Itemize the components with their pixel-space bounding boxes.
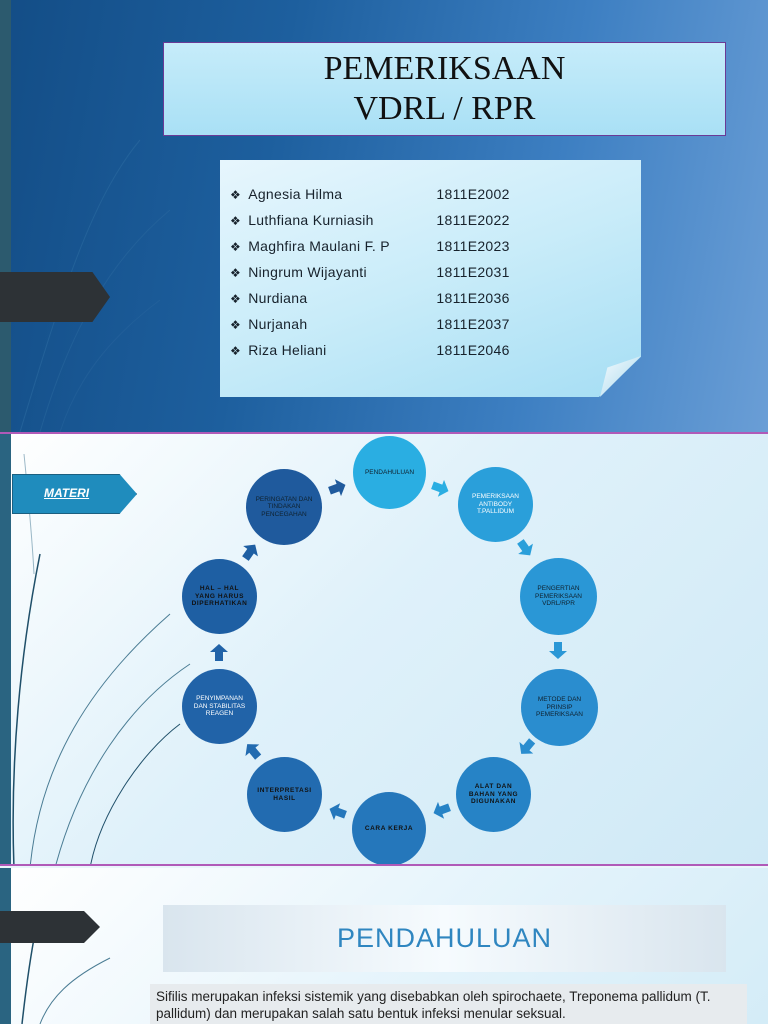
slide-title: PEMERIKSAAN VDRL / RPR ❖ Agnesia Hilma 1… <box>0 0 768 432</box>
cycle-step-cara-kerja[interactable]: CARA KERJA <box>352 792 426 864</box>
cycle-step-label: METODE DAN PRINSIP PEMERIKSAAN <box>536 696 583 719</box>
materi-label[interactable]: MATERI <box>44 486 90 500</box>
diamond-bullet-icon: ❖ <box>230 214 242 228</box>
cycle-step-pengertian[interactable]: PENGERTIAN PEMERIKSAAN VDRL/RPR <box>520 558 597 635</box>
flow-arrow-icon <box>328 479 346 497</box>
decorative-lines <box>21 927 111 1024</box>
cycle-step-label: CARA KERJA <box>364 825 414 833</box>
slide-left-trim <box>0 0 11 432</box>
diamond-bullet-icon: ❖ <box>230 344 242 358</box>
member-row: ❖ Riza Heliani 1811E2046 <box>230 342 510 362</box>
cycle-step-label: PEMERIKSAAN ANTIBODY T.PALLIDUM <box>472 493 519 516</box>
slide-left-trim <box>0 868 11 1024</box>
flow-arrow-icon <box>519 738 536 754</box>
member-id: 1811E2036 <box>436 290 510 306</box>
member-name: Agnesia Hilma <box>248 186 343 202</box>
member-row: ❖ Maghfira Maulani F. P 1811E2023 <box>230 238 510 258</box>
member-id: 1811E2002 <box>436 186 510 202</box>
cycle-step-hal-hal[interactable]: HAL – HAL YANG HARUS DIPERHATIKAN <box>182 559 257 634</box>
member-row: ❖ Nurdiana 1811E2036 <box>230 290 510 310</box>
title-line-1: PEMERIKSAAN <box>323 50 566 87</box>
member-row: ❖ Luthfiana Kurniasih 1811E2022 <box>230 212 510 232</box>
member-name: Nurdiana <box>248 290 308 306</box>
cycle-step-pendahuluan[interactable]: PENDAHULUAN <box>353 436 426 509</box>
diamond-bullet-icon: ❖ <box>230 266 242 280</box>
cycle-step-label: HAL – HAL YANG HARUS DIPERHATIKAN <box>191 585 248 608</box>
member-id: 1811E2023 <box>436 238 510 254</box>
arrow-tab <box>0 272 110 322</box>
materi-tab[interactable] <box>12 474 137 514</box>
cycle-step-penyimpanan[interactable]: PENYIMPANAN DAN STABILITAS REAGEN <box>182 669 257 744</box>
cycle-step-label: PENDAHULUAN <box>364 468 415 476</box>
flow-arrow-icon <box>549 642 567 659</box>
member-name: Ningrum Wijayanti <box>248 264 367 280</box>
arrow-tab <box>0 911 100 943</box>
flow-arrow-icon <box>517 539 533 556</box>
members-card <box>220 160 641 397</box>
member-id: 1811E2046 <box>436 342 510 358</box>
decorative-lines <box>19 139 171 432</box>
cycle-step-label: PERINGATAN DAN TINDAKAN PENCEGAHAN <box>255 495 313 518</box>
flow-arrow-icon <box>433 801 451 819</box>
member-row: ❖ Agnesia Hilma 1811E2002 <box>230 186 510 206</box>
member-name: Maghfira Maulani F. P <box>248 238 390 254</box>
title-line-2: VDRL / RPR <box>353 90 536 127</box>
diamond-bullet-icon: ❖ <box>230 292 242 306</box>
diamond-bullet-icon: ❖ <box>230 188 242 202</box>
flow-arrow-icon <box>431 479 449 497</box>
member-row: ❖ Nurjanah 1811E2037 <box>230 316 510 336</box>
cycle-step-label: ALAT DAN BAHAN YANG DIGUNAKAN <box>468 783 519 806</box>
cycle-step-label: PENYIMPANAN DAN STABILITAS REAGEN <box>193 695 246 718</box>
member-id: 1811E2022 <box>436 212 510 228</box>
intro-paragraph: Sifilis merupakan infeksi sistemik yang … <box>150 984 747 1024</box>
cycle-step-peringatan[interactable]: PERINGATAN DAN TINDAKAN PENCEGAHAN <box>246 469 322 545</box>
title-box: PEMERIKSAAN VDRL / RPR <box>163 42 726 136</box>
diamond-bullet-icon: ❖ <box>230 318 242 332</box>
slide-pendahuluan: PENDAHULUAN Sifilis merupakan infeksi si… <box>0 868 768 1024</box>
cycle-step-label: PENGERTIAN PEMERIKSAAN VDRL/RPR <box>535 585 582 608</box>
cycle-step-metode[interactable]: METODE DAN PRINSIP PEMERIKSAAN <box>521 669 598 746</box>
member-name: Riza Heliani <box>248 342 327 358</box>
decorative-lines <box>12 453 191 864</box>
member-id: 1811E2037 <box>436 316 510 332</box>
member-name: Nurjanah <box>248 316 308 332</box>
slide-materi: MATERI PENDAHULUAN PEMERIKSAAN ANTIBODY … <box>0 432 768 866</box>
cycle-step-interpretasi[interactable]: INTERPRETASI HASIL <box>247 757 322 832</box>
member-row: ❖ Ningrum Wijayanti 1811E2031 <box>230 264 510 284</box>
cycle-step-antibody[interactable]: PEMERIKSAAN ANTIBODY T.PALLIDUM <box>458 467 533 542</box>
flow-arrow-icon <box>245 744 262 760</box>
slide-left-trim <box>0 434 11 864</box>
flow-arrow-icon <box>242 544 258 561</box>
flow-arrow-icon <box>329 803 347 821</box>
member-name: Luthfiana Kurniasih <box>248 212 374 228</box>
section-heading: PENDAHULUAN <box>163 905 726 972</box>
flow-arrow-icon <box>210 644 228 661</box>
diamond-bullet-icon: ❖ <box>230 240 242 254</box>
cycle-step-alat-bahan[interactable]: ALAT DAN BAHAN YANG DIGUNAKAN <box>456 757 531 832</box>
member-id: 1811E2031 <box>436 264 510 280</box>
cycle-step-label: INTERPRETASI HASIL <box>257 787 312 802</box>
